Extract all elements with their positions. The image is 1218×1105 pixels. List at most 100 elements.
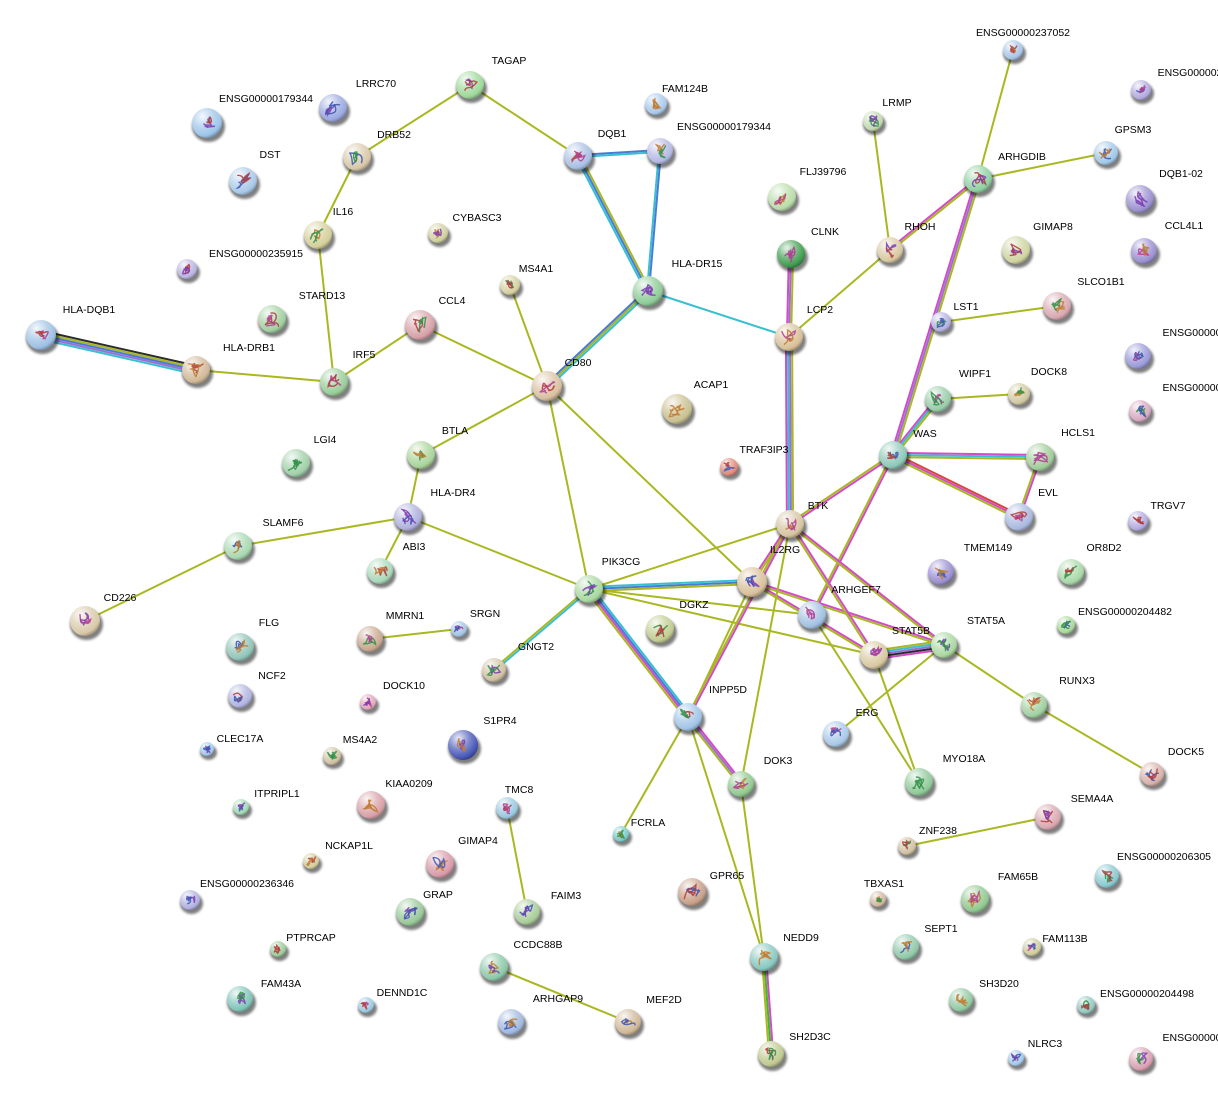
edge-arhgdib-gpsm3[interactable] (977, 152, 1107, 180)
protein-node-tmem149[interactable] (928, 559, 957, 589)
edge-arhgef7-myo18a[interactable] (811, 614, 920, 783)
protein-node-traf3ip3[interactable] (720, 458, 741, 480)
protein-node-ncf2[interactable] (228, 684, 255, 712)
protein-node-ensg206305[interactable] (1095, 864, 1122, 892)
protein-node-cybasc3[interactable] (428, 223, 451, 247)
protein-node-lrmp[interactable] (863, 111, 886, 135)
edge-znf238-sema4a[interactable] (906, 816, 1049, 847)
protein-bubble[interactable] (304, 221, 332, 249)
protein-bubble[interactable] (514, 899, 540, 925)
edge-tagap-dqb1[interactable] (469, 84, 579, 157)
protein-node-lcp2[interactable] (775, 323, 806, 355)
protein-node-fam65b[interactable] (961, 885, 992, 917)
protein-bubble[interactable] (776, 510, 804, 538)
protein-node-gpr65[interactable] (678, 878, 709, 910)
edge-hladr15-cd80[interactable] (546, 290, 649, 387)
edge-stat5a-erg[interactable] (835, 644, 945, 735)
protein-node-irf5[interactable] (320, 368, 351, 400)
protein-node-gimap8[interactable] (1002, 236, 1033, 268)
edge-was-evl[interactable] (891, 456, 1019, 520)
protein-node-ms4a2[interactable] (323, 747, 344, 769)
edge-was-evl[interactable] (892, 454, 1020, 518)
protein-node-dock10[interactable] (360, 694, 379, 714)
edge-ensg179344b-hladr15[interactable] (648, 151, 662, 292)
edge-hladr15-cd80[interactable] (544, 288, 648, 386)
edge-inpp5d-nedd9[interactable] (687, 716, 765, 958)
protein-node-nedd9[interactable] (750, 943, 781, 975)
protein-node-tagap[interactable] (456, 71, 487, 103)
protein-node-wipf1[interactable] (925, 386, 954, 416)
protein-node-faim3[interactable] (514, 899, 543, 929)
protein-node-ensg236346[interactable] (180, 890, 203, 914)
protein-node-stat5b[interactable] (860, 641, 891, 673)
protein-node-stat5a[interactable] (931, 632, 960, 662)
protein-node-mef2d[interactable] (615, 1009, 644, 1039)
edge-il2rg-inpp5d[interactable] (687, 581, 753, 718)
edge-runx3-dock5[interactable] (1033, 704, 1153, 775)
protein-bubble[interactable] (26, 320, 56, 350)
edge-pik3cg-il2rg[interactable] (588, 578, 752, 588)
protein-node-slco1b1[interactable] (1043, 292, 1074, 324)
protein-node-znf238[interactable] (898, 837, 919, 859)
protein-node-clec17a[interactable] (200, 742, 217, 760)
edge-was-btk[interactable] (790, 455, 895, 526)
edge-inpp5d-fcrla[interactable] (620, 716, 689, 835)
edge-cd80-pik3cg[interactable] (546, 385, 590, 590)
protein-node-ensg_br[interactable] (1129, 1047, 1156, 1075)
edge-ccl4-cd80[interactable] (419, 324, 548, 387)
protein-node-ccdc88b[interactable] (480, 953, 511, 985)
edge-was-hcls1[interactable] (892, 456, 1041, 461)
edge-btk-stat5b[interactable] (790, 522, 876, 655)
edge-dok3-btk[interactable] (740, 523, 791, 785)
protein-node-arhgdib[interactable] (964, 165, 995, 197)
protein-node-dennd1c[interactable] (358, 997, 377, 1017)
edge-was-hcls1[interactable] (892, 451, 1041, 456)
protein-node-ensg204498[interactable] (1077, 996, 1098, 1018)
protein-node-dock8[interactable] (1008, 383, 1033, 409)
edge-pik3cg-gngt2[interactable] (494, 589, 591, 672)
protein-node-ensg_r3[interactable] (1129, 400, 1154, 426)
edge-rhoh-arhgdib[interactable] (890, 179, 980, 252)
edge-pik3cg-inpp5d[interactable] (590, 586, 692, 716)
protein-node-myo18a[interactable] (905, 768, 936, 800)
protein-node-nlrc3[interactable] (1008, 1050, 1027, 1070)
edge-was-hcls1[interactable] (892, 454, 1041, 458)
protein-node-pik3cg[interactable] (575, 575, 606, 607)
edge-btk-stat5a[interactable] (789, 522, 946, 645)
edge-stat5a-runx3[interactable] (943, 644, 1035, 706)
edge-lcp2-rhoh[interactable] (788, 249, 891, 338)
protein-node-was[interactable] (879, 441, 910, 473)
protein-node-ms4a1[interactable] (500, 275, 523, 299)
protein-bubble[interactable] (775, 323, 803, 351)
edge-btk-lcp2[interactable] (784, 336, 788, 525)
protein-node-flg[interactable] (226, 633, 257, 665)
protein-node-dgkz[interactable] (646, 615, 677, 647)
protein-node-trgv7[interactable] (1128, 511, 1151, 535)
protein-node-gimap4[interactable] (426, 850, 457, 882)
protein-node-sh2d3c[interactable] (758, 1041, 787, 1071)
edge-pik3cg-il2rg[interactable] (589, 583, 753, 593)
edge-dqb1-hladr15[interactable] (579, 154, 651, 291)
edge-ensg179344b-hladr15[interactable] (646, 150, 660, 291)
edge-hladrb1-irf5[interactable] (195, 369, 335, 383)
protein-node-ensg_r2[interactable] (1125, 343, 1154, 373)
edge-slamf6-cd226[interactable] (84, 545, 239, 622)
protein-node-hcls1[interactable] (1026, 443, 1057, 475)
protein-node-mmrn1[interactable] (357, 626, 386, 656)
edge-pik3cg-arhgef7[interactable] (588, 588, 813, 616)
protein-node-rhoh[interactable] (877, 237, 906, 267)
edge-was-arhgef7[interactable] (812, 455, 895, 616)
protein-node-or8d2[interactable] (1058, 559, 1087, 589)
edge-btk-lcp2[interactable] (789, 336, 792, 525)
protein-node-itpripl1[interactable] (233, 799, 252, 819)
edge-hladqb1-hladrb1[interactable] (40, 336, 196, 373)
protein-node-drb52[interactable] (343, 143, 374, 175)
edge-slamf6-hladr4[interactable] (237, 516, 409, 547)
edge-rhoh-arhgdib[interactable] (888, 177, 978, 250)
edge-btk-stat5b[interactable] (788, 524, 874, 657)
protein-bubble[interactable] (496, 797, 518, 819)
protein-node-sema4a[interactable] (1035, 804, 1064, 834)
edge-ms4a1-cd80[interactable] (509, 284, 548, 387)
protein-node-ensg235915[interactable] (177, 259, 200, 283)
protein-node-erg[interactable] (823, 721, 852, 751)
